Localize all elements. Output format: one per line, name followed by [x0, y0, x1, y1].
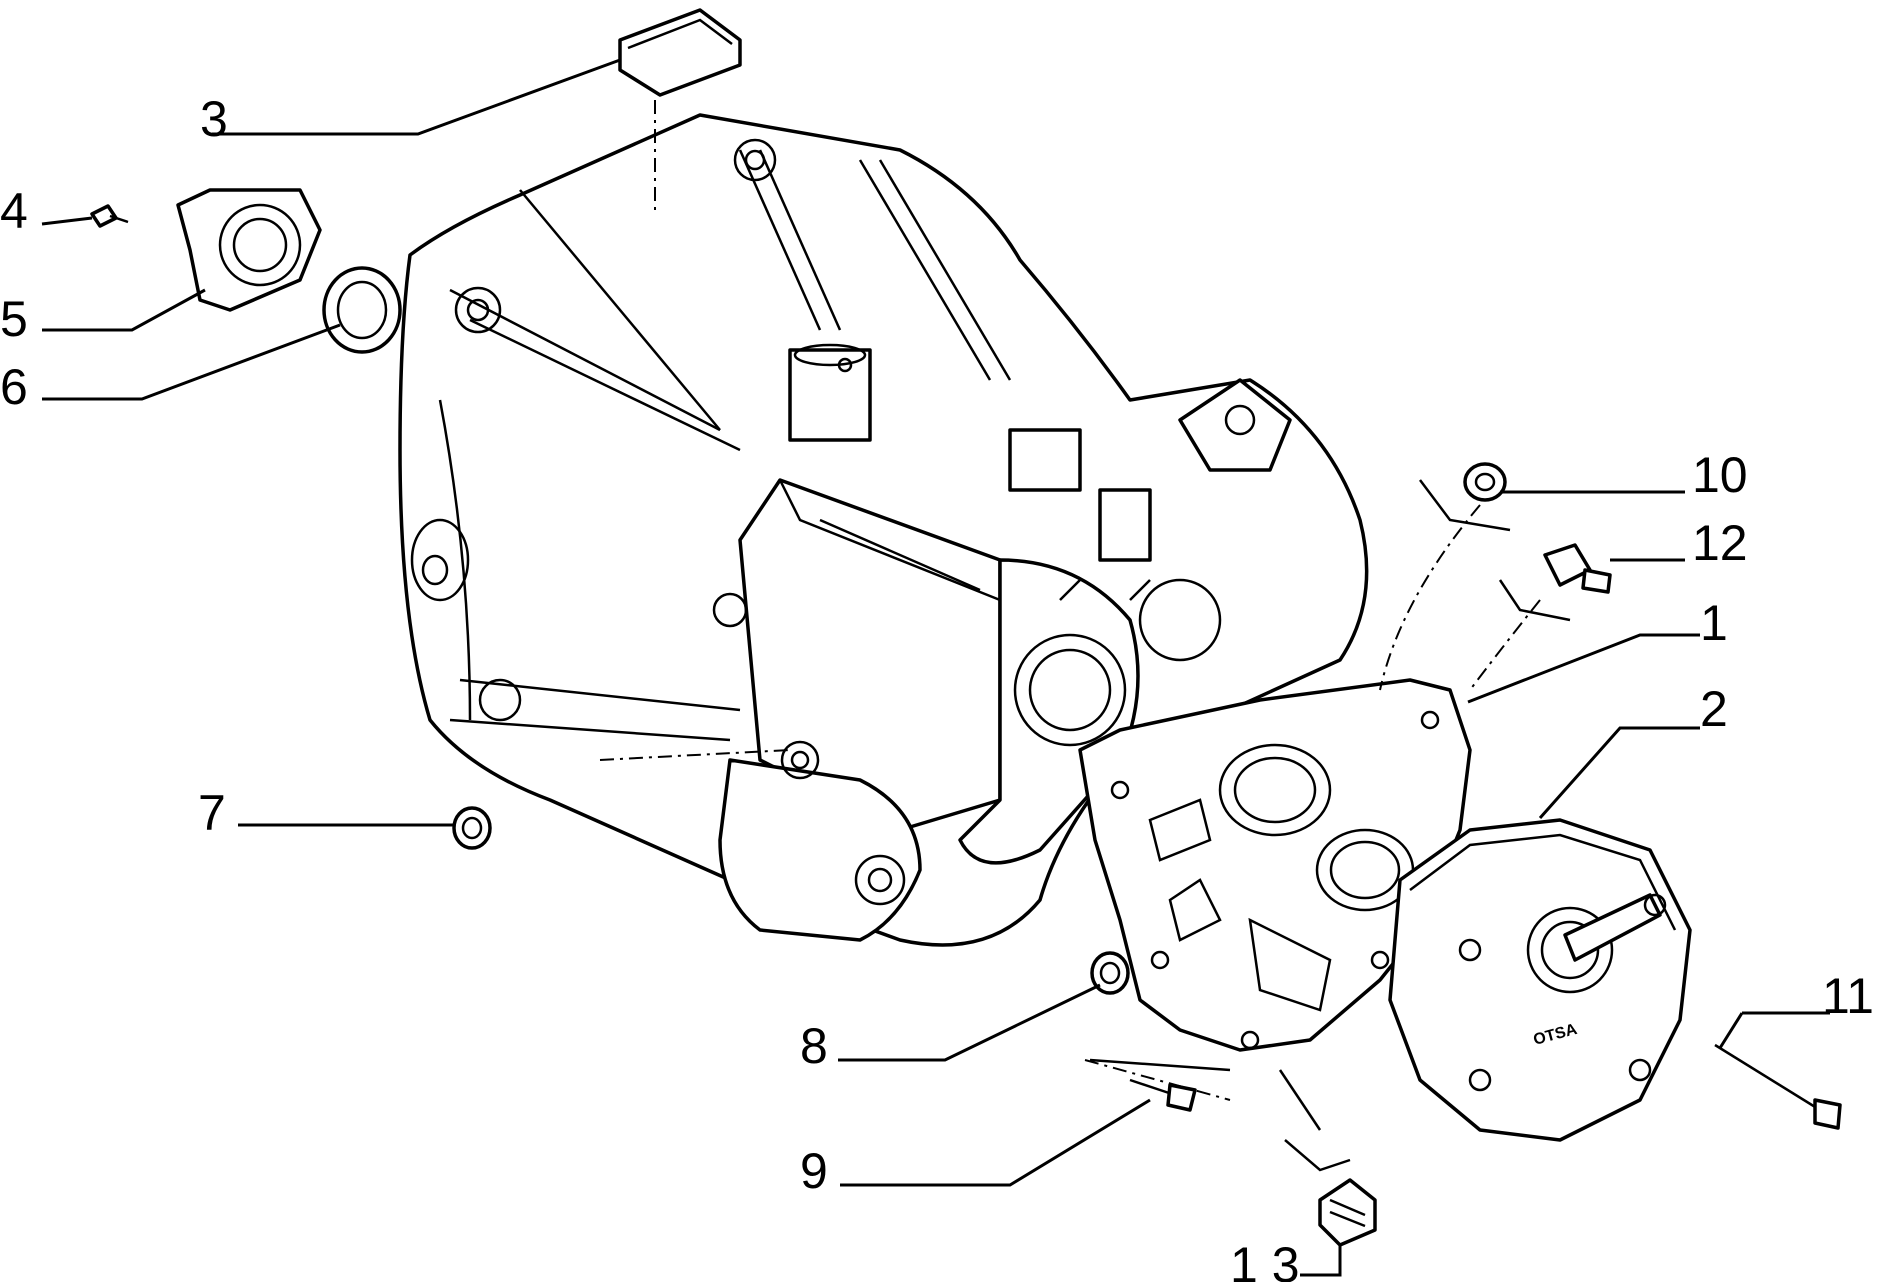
bolt-9 — [1129, 1078, 1197, 1112]
leader-lines — [41, 58, 1830, 1277]
callout-7: 7 — [198, 785, 226, 841]
bolt-4 — [90, 204, 129, 228]
callout-13: 1 3 — [1230, 1237, 1300, 1282]
plug-7 — [452, 806, 492, 850]
callout-8: 8 — [800, 1018, 828, 1074]
callout-3: 3 — [200, 91, 228, 147]
callout-5: 5 — [0, 291, 28, 347]
sensor-12 — [1543, 543, 1612, 594]
callout-labels: 3 4 5 6 7 8 9 10 12 1 2 11 1 3 — [0, 91, 1874, 1282]
oil-seal-6 — [322, 266, 402, 354]
callout-9: 9 — [800, 1143, 828, 1199]
plug-8 — [1090, 951, 1130, 995]
rear-cover: OTSA — [1388, 818, 1692, 1142]
breather-cap — [618, 8, 742, 97]
callout-11: 11 — [1822, 968, 1874, 1024]
callout-1: 1 — [1700, 595, 1728, 651]
callout-2: 2 — [1700, 681, 1728, 737]
callout-10: 10 — [1692, 447, 1748, 503]
callout-12: 12 — [1692, 515, 1748, 571]
callout-4: 4 — [0, 183, 28, 239]
callout-6: 6 — [0, 359, 28, 415]
plug-10 — [1463, 462, 1507, 502]
plug-13 — [1318, 1178, 1377, 1247]
sleeve-guide-5 — [176, 188, 322, 312]
bolt-11 — [1714, 1043, 1842, 1130]
